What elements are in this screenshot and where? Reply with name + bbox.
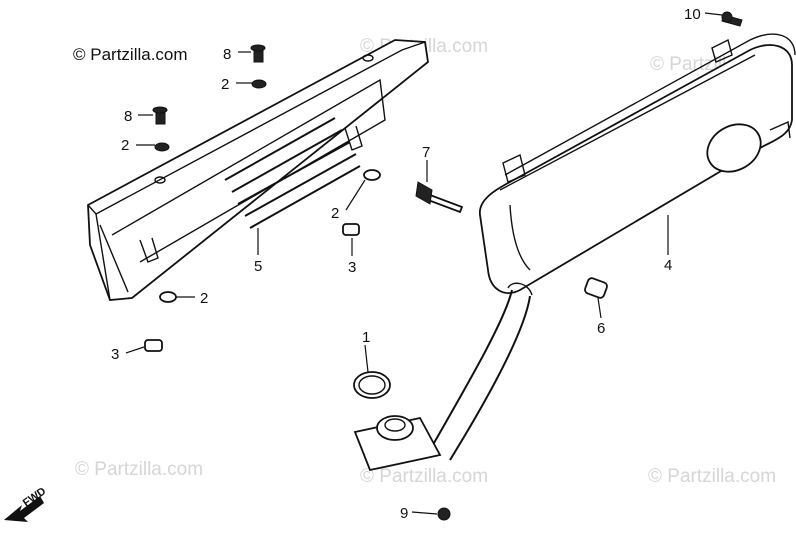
callouts: 1 2 2 2 2 3 3 4 5 6 7 8 8 9 10 <box>111 6 701 522</box>
muffler <box>479 33 796 294</box>
callout-4: 4 <box>664 257 672 274</box>
callout-2: 2 <box>331 205 339 222</box>
callout-5: 5 <box>254 258 262 275</box>
callout-7: 7 <box>422 144 430 161</box>
watermark: © Partzilla.com <box>648 466 776 487</box>
callout-10: 10 <box>684 6 701 23</box>
callout-1: 1 <box>362 329 370 346</box>
callout-2: 2 <box>221 76 229 93</box>
callout-8: 8 <box>124 108 132 125</box>
callout-2: 2 <box>200 290 208 307</box>
callout-3: 3 <box>111 346 119 363</box>
watermarks: © Partzilla.com © Partzilla.com © Partzi… <box>75 36 778 487</box>
heat-shield <box>87 39 429 301</box>
watermark: © Partzilla.com <box>75 459 203 480</box>
callout-6: 6 <box>597 320 605 337</box>
exhaust-pipe <box>353 282 533 472</box>
callout-9: 9 <box>400 505 408 522</box>
watermark: © Partzilla.com <box>360 466 488 487</box>
leader-lines <box>125 12 723 515</box>
callout-8: 8 <box>223 46 231 63</box>
fwd-arrow: FWD <box>4 485 48 522</box>
callout-2: 2 <box>121 137 129 154</box>
small-parts <box>144 11 743 521</box>
gasket <box>353 371 391 399</box>
copyright-text: © Partzilla.com <box>73 45 188 64</box>
callout-3: 3 <box>348 259 356 276</box>
